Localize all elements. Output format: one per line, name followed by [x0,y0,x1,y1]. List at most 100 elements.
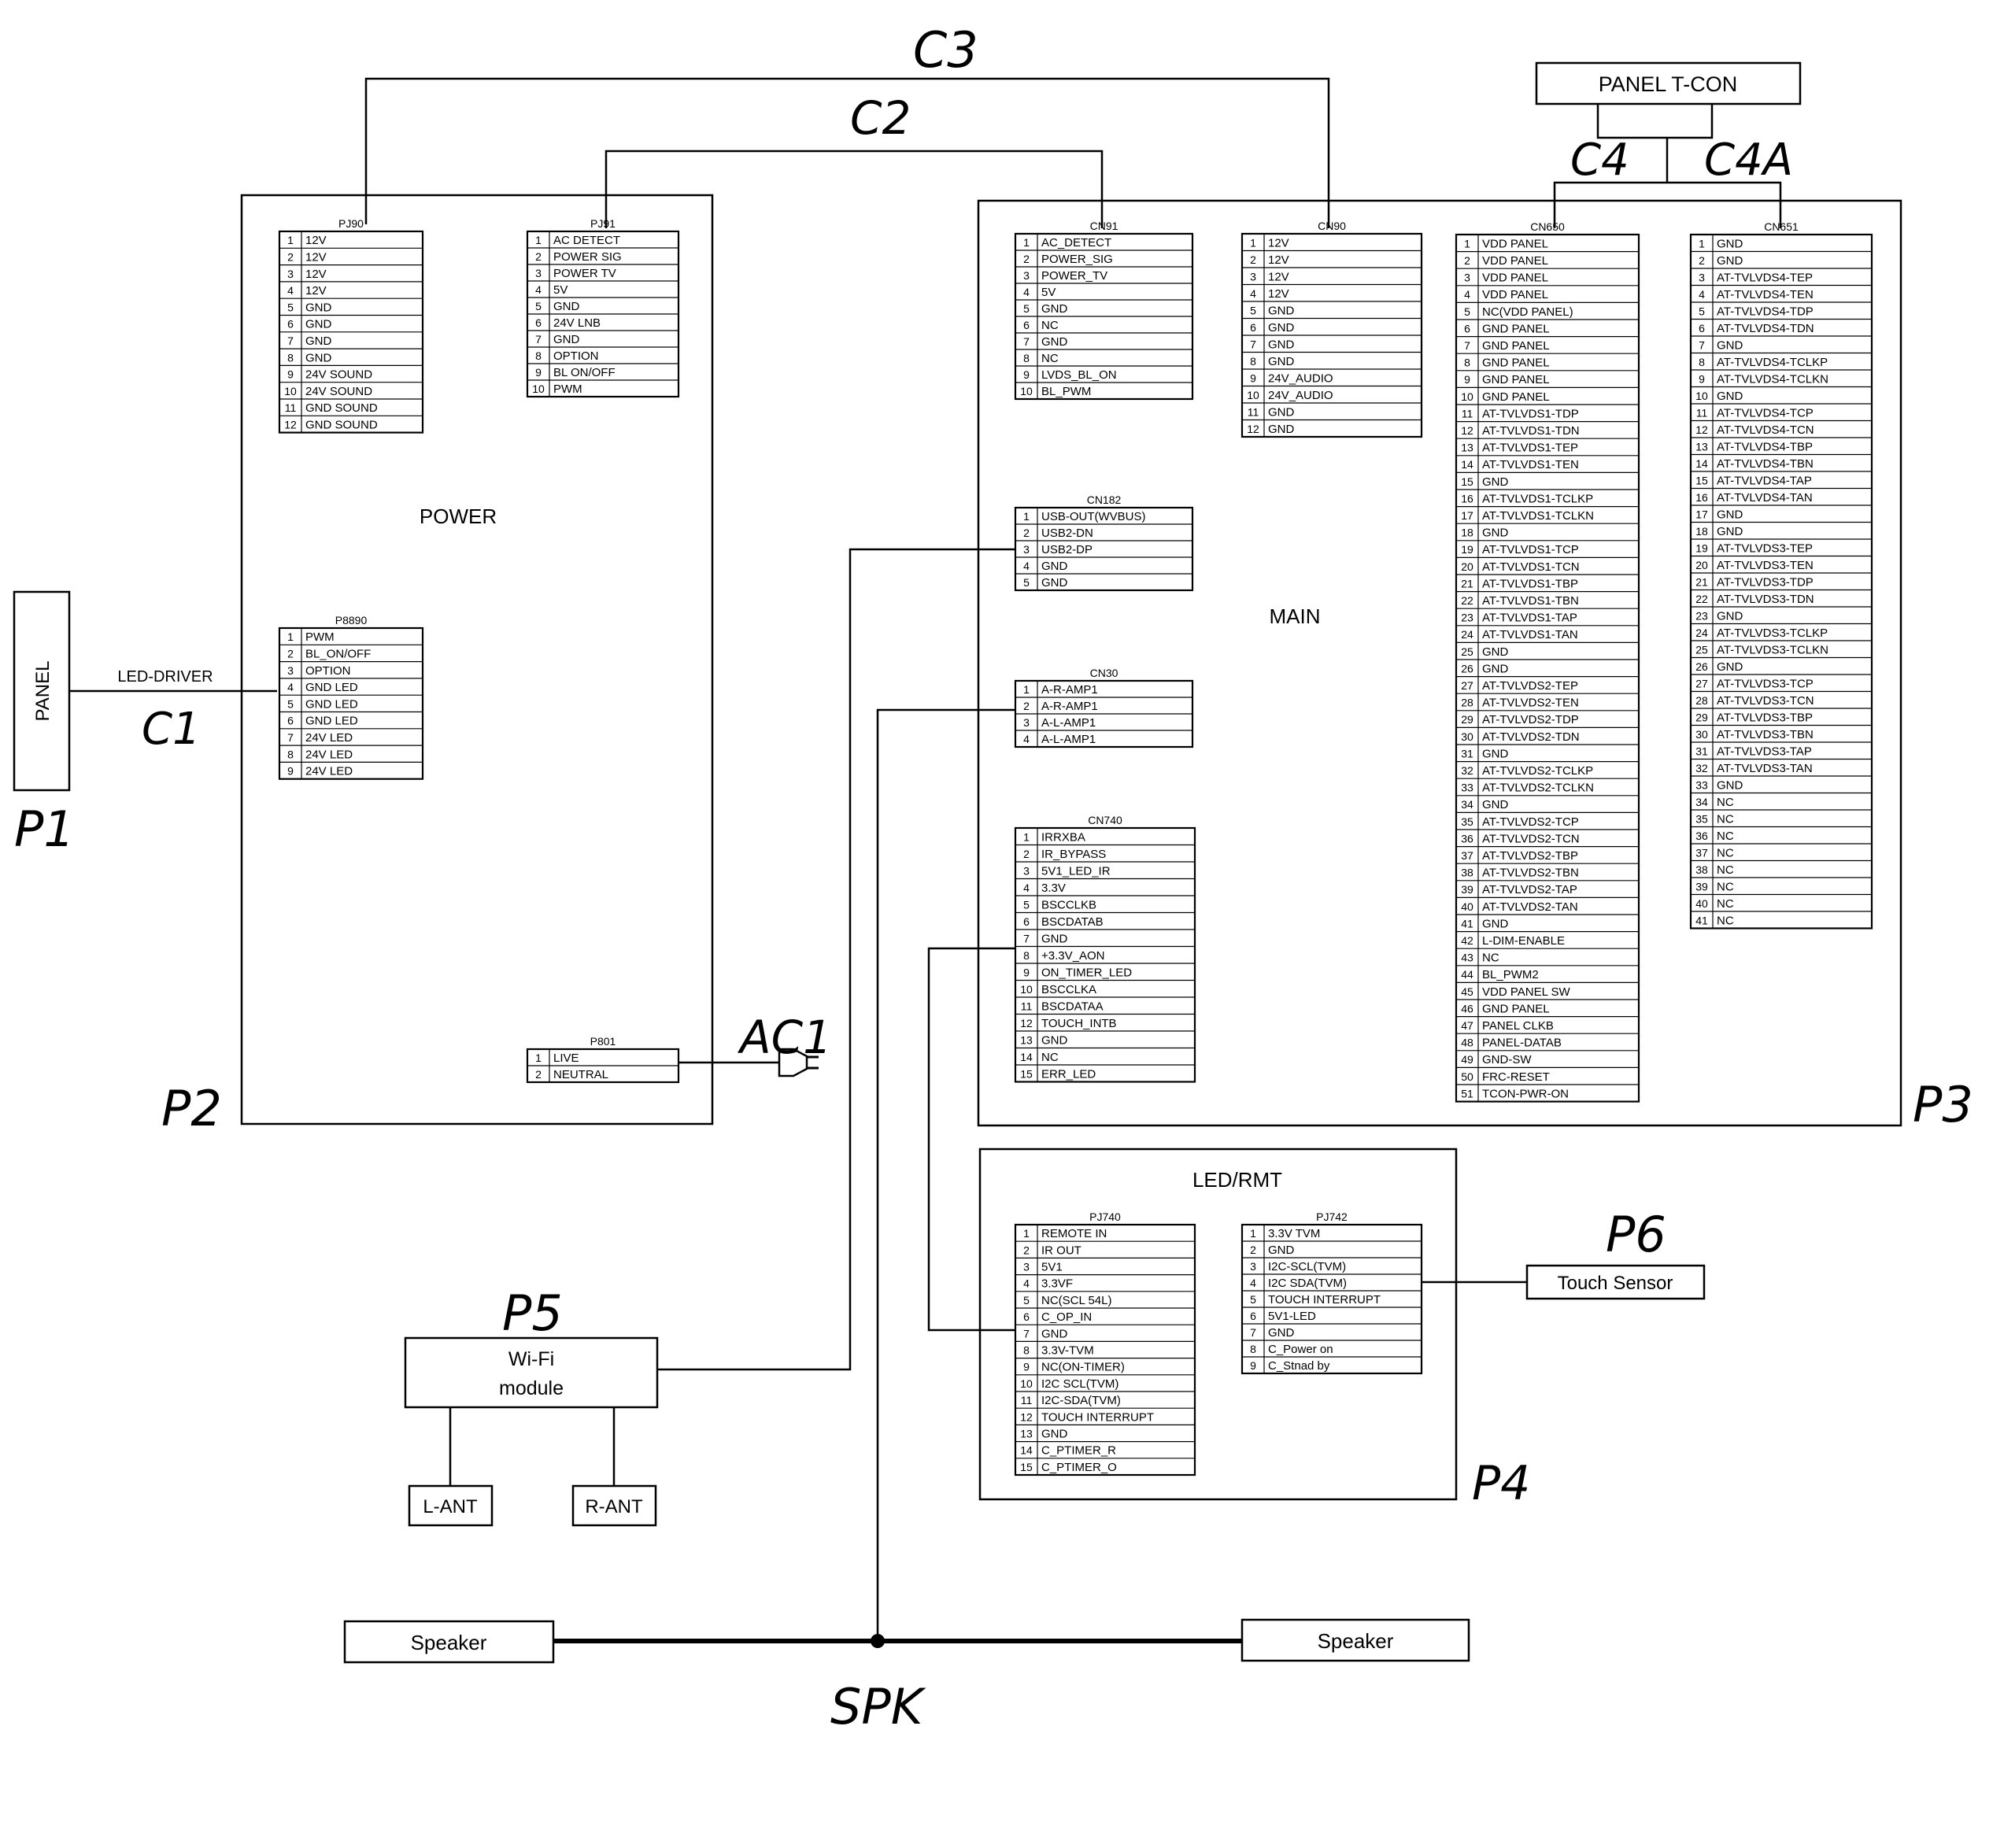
pin-number: 2 [1023,527,1030,539]
pin-number: 4 [1699,288,1705,301]
pin-number: 3 [1023,1261,1030,1273]
pin-number: 48 [1461,1037,1473,1049]
pin-label: GND-SW [1482,1053,1532,1066]
pin-label: GND [1268,405,1295,419]
pin-label: GND [1268,1244,1295,1257]
pin-label: NEUTRAL [553,1068,608,1081]
pin-label: GND [1041,335,1068,349]
pin-label: 3.3V [1041,881,1066,895]
pin-number: 2 [1023,700,1030,712]
pin-label: BL ON/OFF [553,366,616,379]
pin-number: 34 [1695,796,1708,808]
pin-number: 3 [1250,1260,1256,1273]
pin-number: 50 [1461,1070,1473,1083]
pin-label: A-L-AMP1 [1041,733,1096,746]
pin-number: 1 [535,1052,542,1064]
pin-label: GND [1268,1326,1295,1340]
pin-number: 11 [1462,407,1473,419]
pin-label: GND PANEL [1482,357,1550,370]
pin-number: 22 [1461,594,1473,607]
pin-number: 8 [1699,356,1705,368]
pin-label: AT-TVLVDS3-TAN [1717,762,1813,775]
pin-label: AT-TVLVDS2-TCLKP [1482,764,1593,778]
pin-label: AT-TVLVDS4-TEN [1717,288,1814,301]
pin-label: 12V [305,250,327,264]
wire-audio [876,708,1015,1641]
pin-number: 9 [535,366,542,379]
pin-number: 5 [1250,1293,1256,1306]
pin-label: AT-TVLVDS1-TDP [1482,407,1579,420]
pin-number: 10 [1020,385,1033,397]
pin-label: POWER_SIG [1041,253,1113,266]
wire-c2 [605,150,1104,228]
pin-number: 8 [1023,352,1030,364]
pin-label: GND [1717,609,1743,623]
pin-number: 6 [1699,322,1705,334]
pin-label: 24V SOUND [305,368,372,382]
pin-label: REMOTE IN [1041,1227,1107,1240]
connector-name: PJ740 [1089,1210,1121,1223]
pin-number: 9 [1023,1361,1030,1373]
pin-number: 12 [1020,1017,1033,1029]
pin-label: 24V_AUDIO [1268,389,1333,402]
pin-number: 3 [1699,271,1705,283]
wire-ir [927,947,1015,1332]
pin-number: 46 [1461,1002,1473,1015]
pin-number: 10 [1695,390,1708,402]
connector-name: CN91 [1090,220,1118,232]
l-ant-block [408,1484,494,1527]
pin-label: 24V_AUDIO [1268,371,1333,385]
pin-label: GND [1717,778,1743,792]
pin-label: AT-TVLVDS3-TCLKP [1717,626,1828,640]
pin-label: AT-TVLVDS3-TCN [1717,694,1814,708]
pin-number: 40 [1695,897,1708,910]
connector-name: CN740 [1088,814,1122,826]
pin-number: 6 [1250,321,1256,334]
pin-label: GND [1268,338,1295,351]
pin-number: 9 [1699,372,1705,385]
pin-number: 10 [532,383,545,395]
pin-label: C_PTIMER_R [1041,1444,1116,1458]
connector-name: CN30 [1090,667,1118,679]
pin-number: 37 [1695,846,1708,859]
pin-number: 10 [1020,983,1033,996]
pin-number: 22 [1695,593,1708,605]
speaker-left-block [343,1620,555,1664]
pin-number: 5 [1023,302,1030,315]
pin-number: 12 [1695,423,1708,436]
pin-number: 3 [287,664,294,677]
panel-tcon-label: PANEL T-CON [1599,72,1738,96]
pin-number: 2 [535,250,542,263]
pin-label: TCON-PWR-ON [1482,1087,1569,1100]
pin-number: 7 [1023,335,1030,348]
label-p3: P3 [1913,1076,1973,1133]
wifi-module-label-line2: module [499,1377,564,1399]
pin-label: GND [553,300,580,313]
pin-number: 14 [1695,457,1708,470]
pin-label: BL_ON/OFF [305,647,371,660]
pin-label: AC_DETECT [1041,236,1111,249]
pin-number: 13 [1020,1033,1033,1046]
pin-number: 14 [1020,1444,1033,1457]
pin-number: 2 [535,1068,542,1081]
pin-label: AT-TVLVDS4-TBP [1717,440,1813,453]
connector-name: P801 [590,1035,616,1048]
pin-number: 2 [1250,253,1256,266]
pin-number: 5 [287,697,294,710]
pin-label: 24V SOUND [305,385,372,398]
pin-number: 24 [1461,628,1473,641]
pin-label: GND [1482,747,1509,760]
pin-number: 1 [1023,683,1030,696]
pin-number: 9 [1023,368,1030,381]
pin-label: AT-TVLVDS4-TBN [1717,457,1814,471]
pin-label: AT-TVLVDS3-TDP [1717,575,1814,589]
label-c3: C3 [913,21,978,79]
pin-number: 4 [287,284,294,297]
pin-label: OPTION [553,349,599,363]
pin-label: NC [1717,863,1734,877]
pin-label: GND PANEL [1482,1002,1550,1015]
pin-number: 12 [1247,423,1259,435]
label-p5: P5 [502,1284,563,1342]
pin-number: 8 [1250,355,1256,368]
